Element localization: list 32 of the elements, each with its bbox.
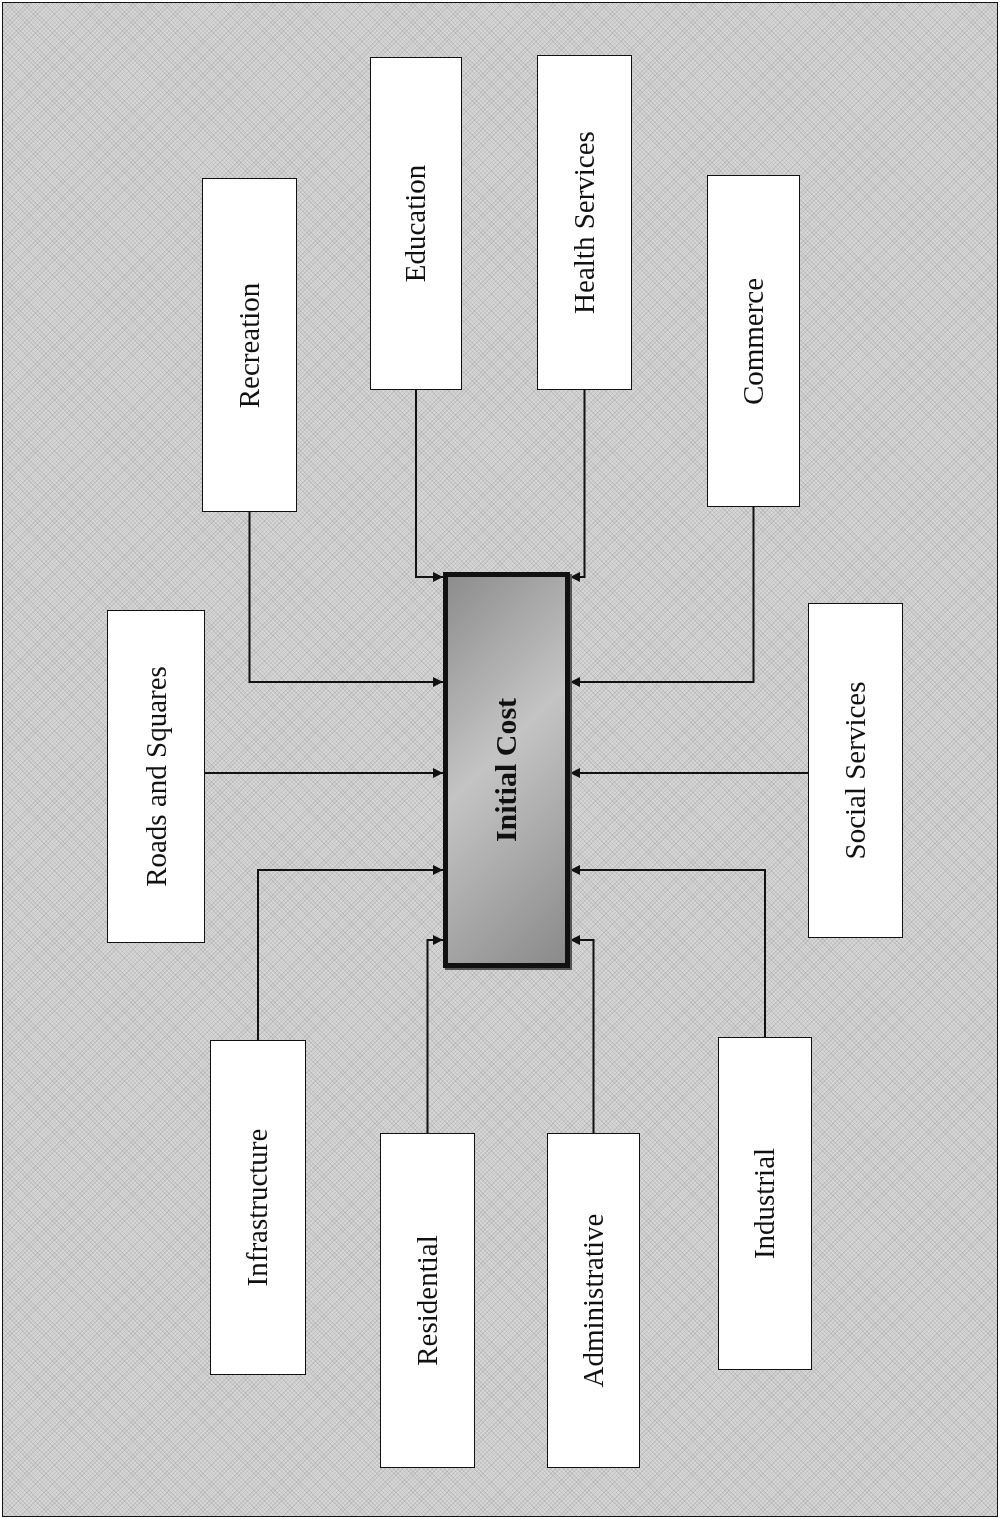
box-label: Industrial [748,1147,782,1260]
category-box [107,610,205,943]
box-label: Health Services [568,131,601,314]
central-box [443,572,570,968]
box-label: Residential [411,1235,444,1366]
arrow [415,389,444,582]
category-box [808,603,903,938]
arrow [569,935,595,1134]
arrow [204,768,444,778]
box-label: Initial Cost [489,697,524,843]
category-box [202,178,297,512]
box-label: Roads and Squares [139,666,173,887]
category-box [707,175,800,507]
arrow [569,768,809,778]
box-label: Recreation [233,282,266,408]
arrow [257,865,444,1041]
box-label: Commerce [737,277,770,405]
category-box [547,1133,640,1468]
box-label: Infrastructure [241,1128,275,1287]
category-box [537,55,632,390]
category-box [718,1037,812,1370]
category-box [210,1040,306,1375]
box-label: Social Services [839,681,872,860]
arrow [569,389,586,582]
arrow [569,506,755,687]
box-label: Administrative [577,1213,610,1388]
arrow [426,935,444,1134]
category-box [380,1133,475,1468]
arrow [569,865,766,1038]
box-label: Education [399,164,433,283]
category-box [370,57,462,390]
arrow [248,511,444,687]
